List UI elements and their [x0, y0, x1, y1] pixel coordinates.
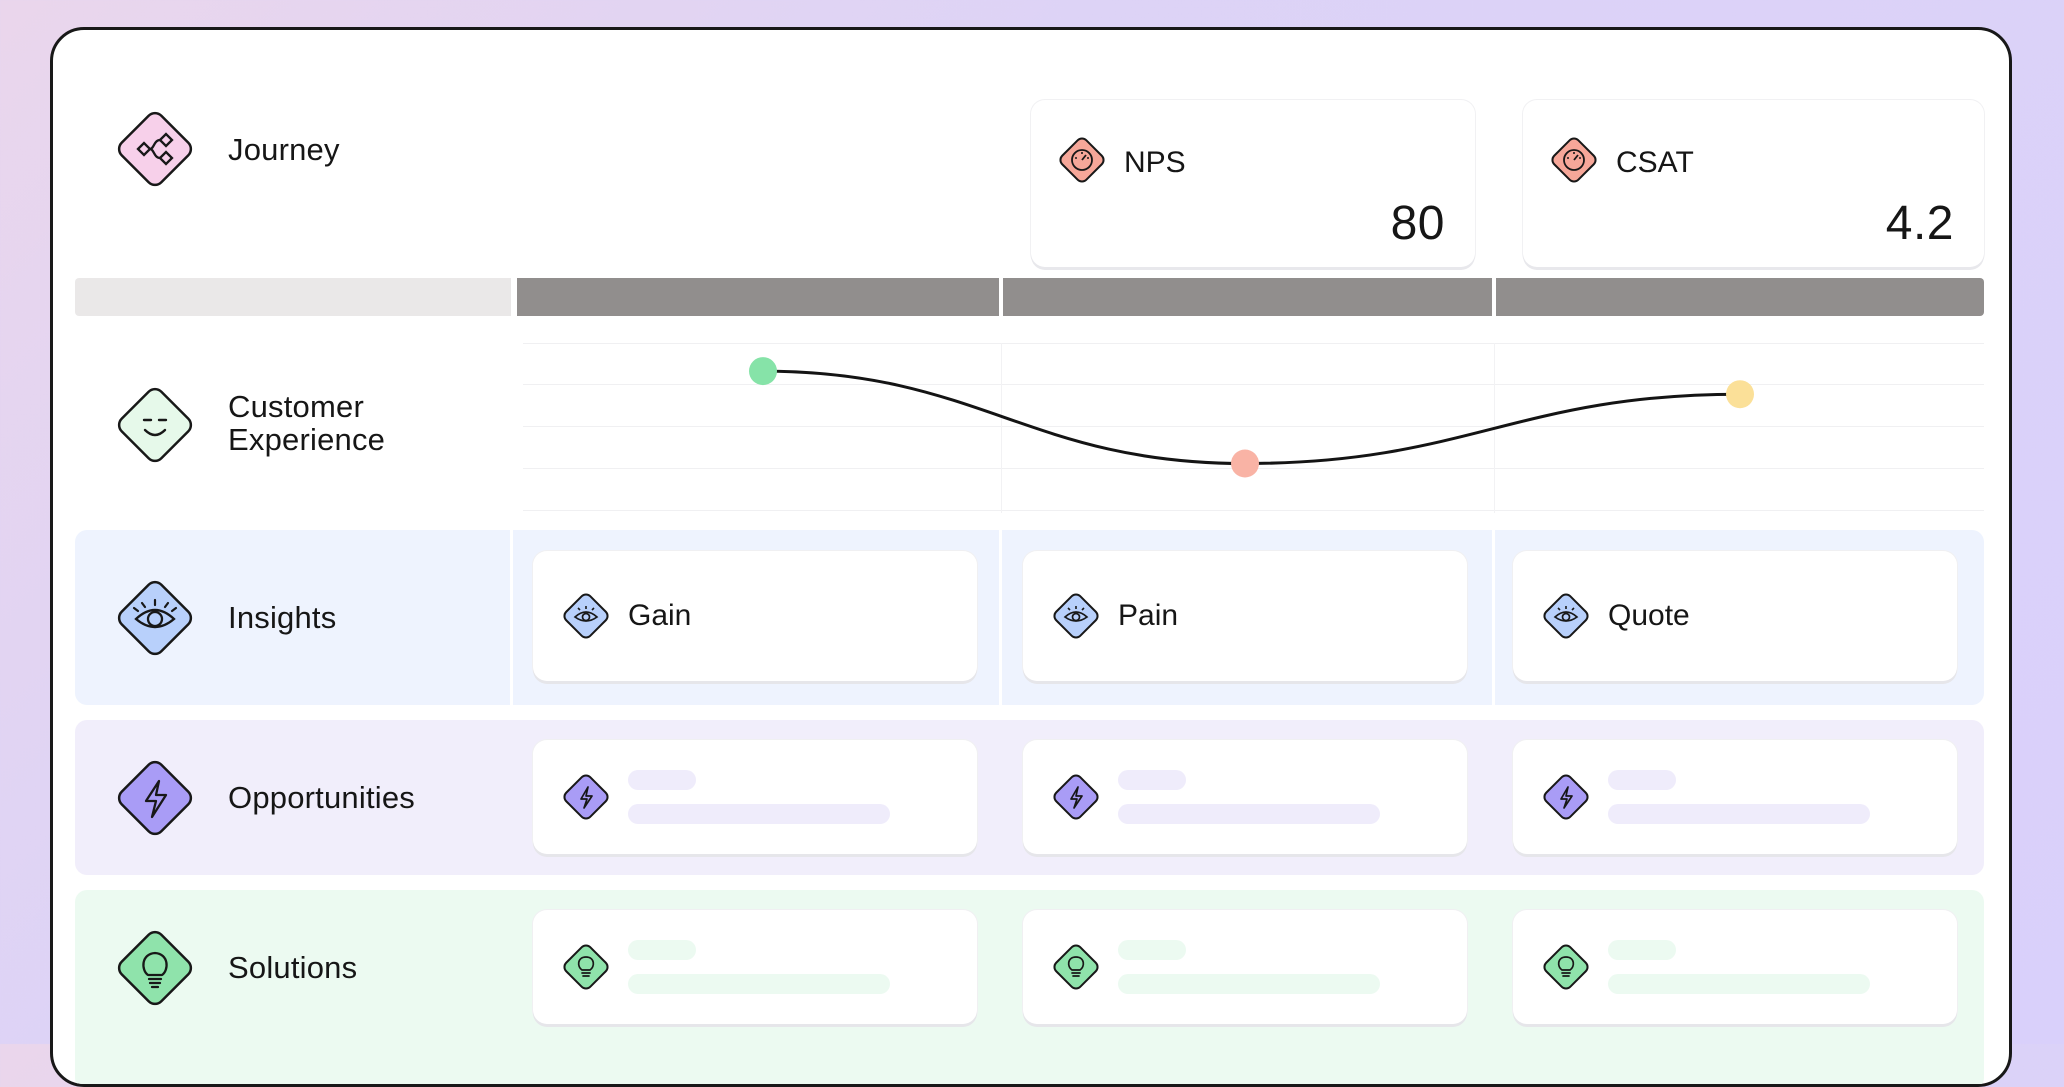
placeholder-text: [1608, 974, 1870, 994]
grid-line: [523, 384, 1984, 385]
nps-metric-card[interactable]: NPS 80: [1031, 100, 1475, 267]
placeholder-text: [1608, 804, 1870, 824]
solution-card[interactable]: [1513, 910, 1957, 1024]
csat-metric-card[interactable]: CSAT 4.2: [1523, 100, 1984, 267]
placeholder-text: [1118, 804, 1380, 824]
opportunity-card[interactable]: [1513, 740, 1957, 854]
insight-card-label: Gain: [628, 599, 692, 632]
solution-card[interactable]: [1023, 910, 1467, 1024]
customer-experience-label: Customer Experience: [228, 390, 385, 456]
lightning-bolt-icon: [1048, 769, 1104, 825]
eye-icon: [1538, 588, 1594, 644]
customer-experience-label-line2: Experience: [228, 422, 386, 457]
grid-column-divider: [1001, 343, 1002, 513]
placeholder-title: [628, 770, 696, 790]
lightbulb-icon: [1538, 939, 1594, 995]
placeholder-text: [628, 974, 890, 994]
placeholder-title: [1608, 770, 1676, 790]
band-divider: [1492, 530, 1495, 705]
eye-icon: [558, 588, 614, 644]
journey-icon: [108, 102, 202, 196]
stage-header-2[interactable]: [1003, 278, 1492, 316]
experience-point-3[interactable]: [1726, 380, 1754, 409]
lightning-bolt-icon: [558, 769, 614, 825]
nps-label: NPS: [1124, 146, 1186, 179]
smiley-face-icon: [108, 378, 202, 472]
insight-card-pain[interactable]: Pain: [1023, 551, 1467, 681]
insights-label: Insights: [228, 600, 337, 635]
band-divider: [999, 530, 1002, 705]
placeholder-title: [1608, 940, 1676, 960]
experience-curve-line: [762, 369, 1741, 466]
insight-card-label: Pain: [1118, 599, 1179, 632]
insight-card-quote[interactable]: Quote: [1513, 551, 1957, 681]
experience-curve-chart: [749, 357, 1754, 478]
band-divider: [510, 530, 513, 705]
grid-line: [523, 510, 1984, 511]
opportunity-card[interactable]: [1023, 740, 1467, 854]
experience-point-2[interactable]: [1231, 449, 1259, 478]
insight-card-label: Quote: [1608, 599, 1690, 632]
grid-line: [523, 426, 1984, 427]
solutions-label: Solutions: [228, 950, 358, 985]
lightbulb-icon: [108, 921, 202, 1015]
gauge-icon: [1546, 132, 1602, 188]
opportunity-card[interactable]: [533, 740, 977, 854]
placeholder-text: [628, 804, 890, 824]
placeholder-title: [1118, 770, 1186, 790]
csat-value: 4.2: [1885, 197, 1954, 250]
opportunities-label: Opportunities: [228, 780, 415, 815]
eye-icon: [1048, 588, 1104, 644]
csat-label: CSAT: [1616, 146, 1694, 179]
eye-icon: [108, 571, 202, 665]
experience-point-1[interactable]: [749, 357, 777, 386]
customer-experience-label-line1: Customer: [228, 389, 364, 424]
journey-label: Journey: [228, 132, 340, 167]
placeholder-title: [1118, 940, 1186, 960]
lightbulb-icon: [1048, 939, 1104, 995]
nps-value: 80: [1390, 197, 1445, 250]
lightbulb-icon: [558, 939, 614, 995]
grid-line: [523, 343, 1984, 344]
lightning-bolt-icon: [1538, 769, 1594, 825]
stage-header-1[interactable]: [517, 278, 999, 316]
lightning-bolt-icon: [108, 751, 202, 845]
solution-card[interactable]: [533, 910, 977, 1024]
journey-map-card: Journey NPS 80 CSAT 4.2: [50, 27, 2012, 1087]
stage-header-3[interactable]: [1496, 278, 1984, 316]
placeholder-text: [1118, 974, 1380, 994]
stage-header-empty: [75, 278, 511, 316]
placeholder-title: [628, 940, 696, 960]
gauge-icon: [1054, 132, 1110, 188]
insight-card-gain[interactable]: Gain: [533, 551, 977, 681]
